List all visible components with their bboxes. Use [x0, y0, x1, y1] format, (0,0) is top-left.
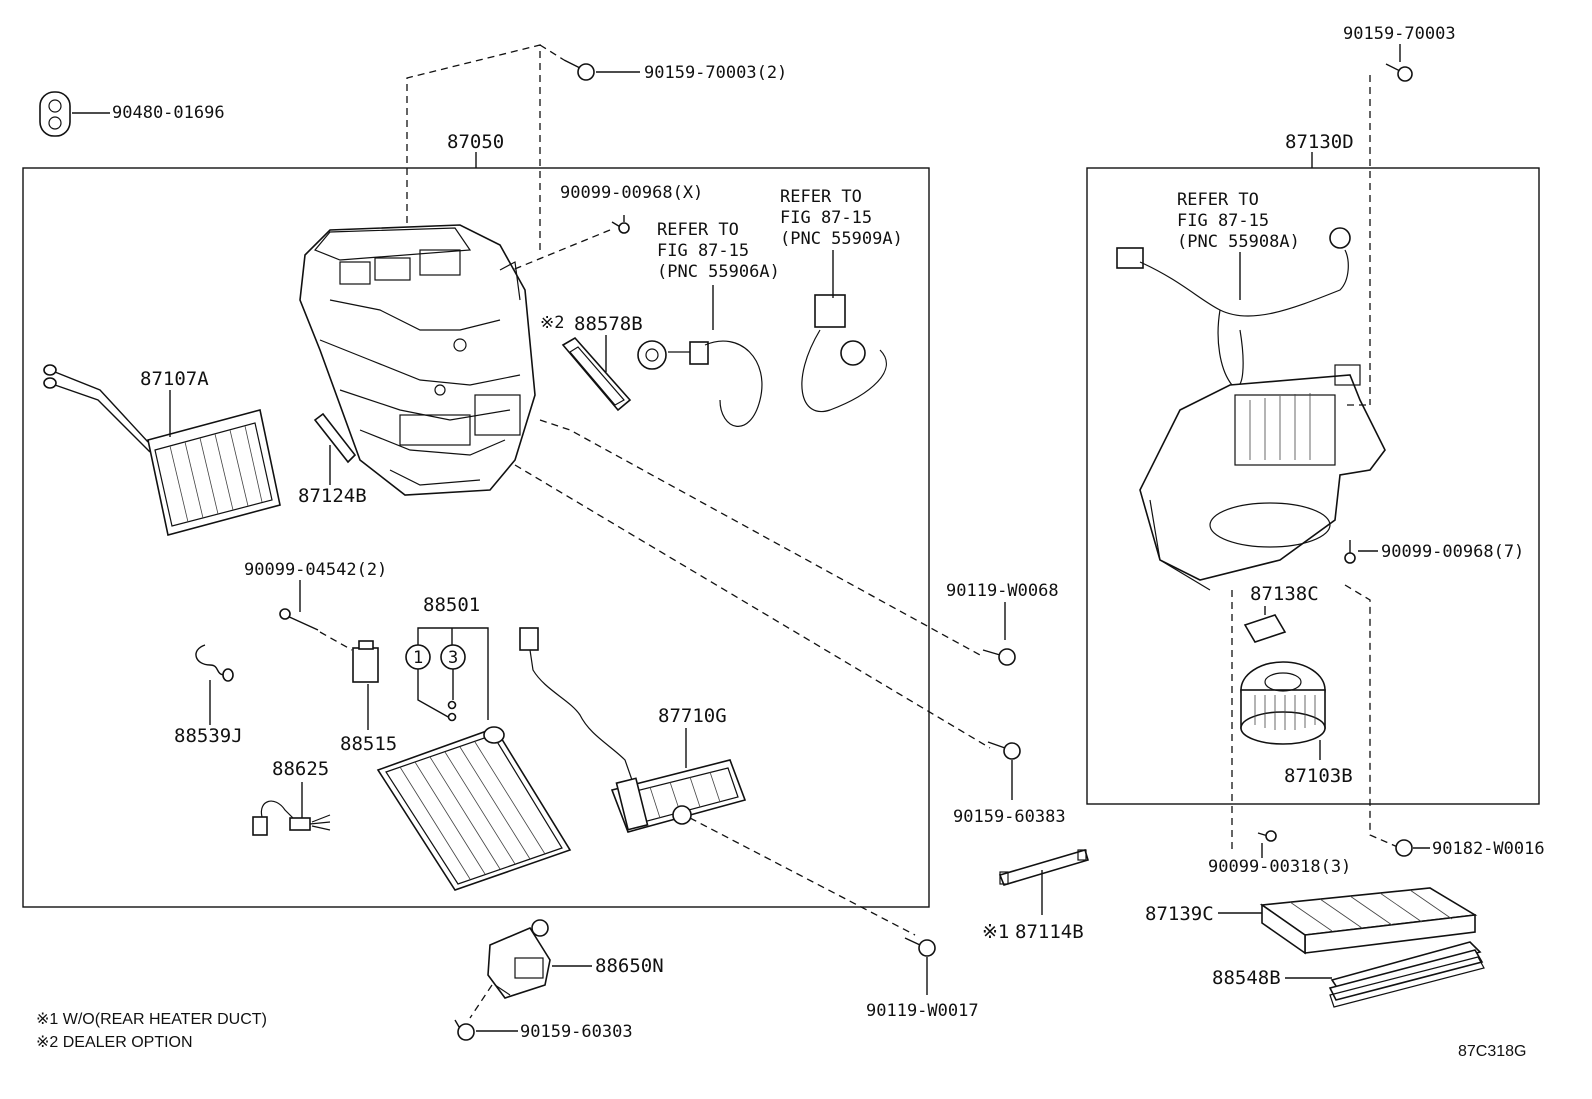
bolt-w0068-part[interactable] [982, 648, 1016, 666]
blower-motor-part[interactable] [1240, 661, 1326, 745]
callout-90159-60303[interactable]: 90159-60303 [520, 1022, 633, 1042]
callout-90119-W0068[interactable]: 90119-W0068 [946, 581, 1059, 601]
callout-88515[interactable]: 88515 [340, 733, 397, 755]
screw-00318-part[interactable] [1257, 830, 1277, 842]
servo-motor-b-part[interactable] [801, 294, 887, 413]
callout-88578B[interactable]: 88578B [574, 313, 643, 335]
expansion-valve-part[interactable] [352, 640, 379, 683]
cabin-filter-part[interactable] [1259, 887, 1478, 955]
callout-87103B[interactable]: 87103B [1284, 765, 1353, 787]
bolt-70003-part[interactable] [1385, 63, 1413, 82]
circle-callout-3: 3 [448, 648, 458, 668]
blower-unit-frame [1086, 167, 1540, 805]
callout-90099-00318-3[interactable]: 90099-00318(3) [1208, 857, 1351, 877]
callout-90480-01696[interactable]: 90480-01696 [112, 103, 225, 123]
bolt-60383-part[interactable] [987, 741, 1021, 760]
servo-motor-a-part[interactable] [637, 340, 763, 427]
bolt-60303-part[interactable] [454, 1019, 475, 1041]
refer-note-a-line3[interactable]: (PNC 55906A) [657, 262, 780, 282]
thermistor-part[interactable] [252, 800, 331, 836]
note2-mark-88578B: ※2 [540, 313, 564, 333]
note-2: ※2 DEALER OPTION [36, 1034, 193, 1051]
o-ring-part[interactable] [195, 644, 234, 682]
callout-87114B[interactable]: 87114B [1015, 921, 1084, 943]
callout-90182-W0016[interactable]: 90182-W0016 [1432, 839, 1545, 859]
callout-88501[interactable]: 88501 [423, 594, 480, 616]
evaporator-part[interactable] [376, 726, 572, 891]
duct-part[interactable] [998, 849, 1089, 886]
callout-87050[interactable]: 87050 [447, 131, 504, 153]
screw-00968-7-part[interactable] [1344, 540, 1356, 564]
wire-harness-part[interactable] [519, 627, 633, 781]
bolt-long-part[interactable] [279, 608, 319, 631]
filter-frame-part[interactable] [561, 336, 632, 412]
circle-callout-1-ring [405, 644, 431, 670]
refer-note-a-line2: FIG 87-15 [657, 241, 749, 261]
aspirator-part[interactable] [487, 919, 551, 999]
filter-seal-part[interactable] [1328, 941, 1485, 1008]
refer-note-b-line3[interactable]: (PNC 55909A) [780, 229, 903, 249]
callout-88539J[interactable]: 88539J [174, 725, 243, 747]
callout-90159-70003[interactable]: 90159-70003 [1343, 24, 1456, 44]
refer-note-c-line2: FIG 87-15 [1177, 211, 1269, 231]
callout-90119-W0017[interactable]: 90119-W0017 [866, 1001, 979, 1021]
clip-w0016-part[interactable] [1395, 839, 1413, 857]
note1-mark-87114B: ※1 [982, 921, 1009, 943]
callout-87124B[interactable]: 87124B [298, 485, 367, 507]
callout-88548B[interactable]: 88548B [1212, 967, 1281, 989]
heater-core-part[interactable] [43, 364, 281, 536]
callout-87107A[interactable]: 87107A [140, 368, 209, 390]
circle-callout-1: 1 [413, 648, 423, 668]
callout-87130D[interactable]: 87130D [1285, 131, 1354, 153]
callout-87138C[interactable]: 87138C [1250, 583, 1319, 605]
callout-87710G[interactable]: 87710G [658, 705, 727, 727]
blower-resistor-part[interactable] [1243, 614, 1287, 643]
callout-90099-00968-7[interactable]: 90099-00968(7) [1381, 542, 1524, 562]
callout-90159-60383[interactable]: 90159-60383 [953, 807, 1066, 827]
bolt-w0017-part[interactable] [904, 937, 936, 957]
refer-note-b-line2: FIG 87-15 [780, 208, 872, 228]
note-1: ※1 W/O(REAR HEATER DUCT) [36, 1011, 267, 1028]
callout-90159-70003-2[interactable]: 90159-70003(2) [644, 63, 787, 83]
ptc-heater-part[interactable] [610, 759, 747, 833]
screw-part[interactable] [611, 221, 630, 234]
evaporator-o-rings[interactable] [447, 700, 457, 722]
refer-note-a-line1: REFER TO [657, 220, 739, 240]
blower-case-part[interactable] [1139, 364, 1386, 591]
heater-case-part[interactable] [299, 224, 536, 496]
callout-88650N[interactable]: 88650N [595, 955, 664, 977]
diagram-id: 87C318G [1458, 1043, 1527, 1060]
seal-part[interactable] [313, 412, 357, 464]
callout-90099-00968-x[interactable]: 90099-00968(X) [560, 183, 703, 203]
callout-90099-04542-2[interactable]: 90099-04542(2) [244, 560, 387, 580]
callout-87139C[interactable]: 87139C [1145, 903, 1214, 925]
blower-servo-wire-part[interactable] [1116, 227, 1351, 388]
refer-note-b-line1: REFER TO [780, 187, 862, 207]
callout-88625[interactable]: 88625 [272, 758, 329, 780]
bolt-part[interactable] [563, 59, 595, 81]
grommet-part[interactable] [39, 91, 71, 137]
refer-note-c-line1: REFER TO [1177, 190, 1259, 210]
refer-note-c-line3[interactable]: (PNC 55908A) [1177, 232, 1300, 252]
